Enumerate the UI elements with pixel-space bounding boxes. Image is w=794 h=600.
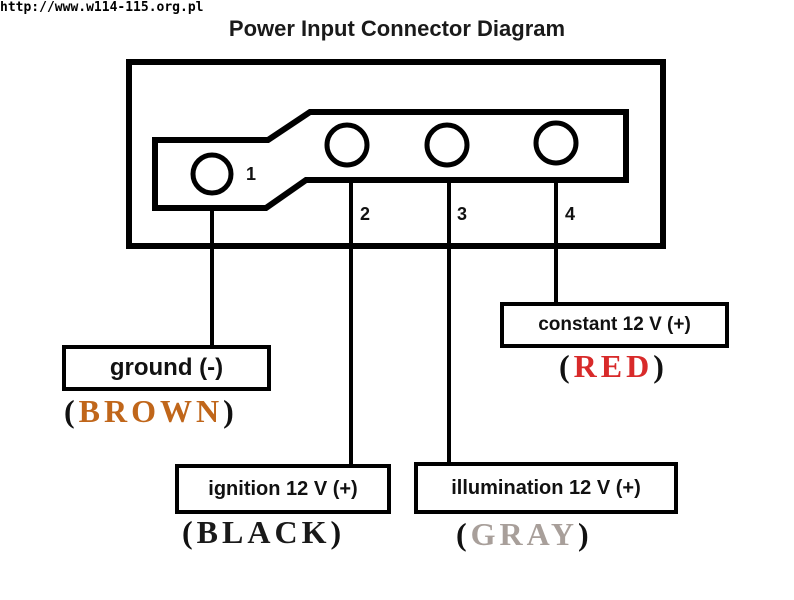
pin-1-contact <box>190 152 234 196</box>
connector-housing <box>126 59 666 249</box>
pin-1-wire-color: (BROWN) <box>64 393 238 429</box>
diagram-title: Power Input Connector Diagram <box>228 16 566 41</box>
pin-3-function-label: illumination 12 V (+) <box>414 462 678 514</box>
pin-4-wire-color: (RED) <box>559 348 668 384</box>
watermark-url: http://www.w114-115.org.pl <box>0 0 204 15</box>
pin-4-number: 4 <box>565 204 576 224</box>
pin-3-wire-color: (GRAY) <box>456 516 593 552</box>
pin-2-contact <box>324 122 370 168</box>
pin-2-wire-color: (BLACK) <box>182 514 346 550</box>
pin-4-contact <box>533 120 579 166</box>
pin-1-function-label: ground (-) <box>62 345 271 391</box>
pin-3-contact <box>424 122 470 168</box>
pin-1-number: 1 <box>246 164 257 184</box>
pin-2-function-label: ignition 12 V (+) <box>175 464 391 514</box>
pin-4-function-label: constant 12 V (+) <box>500 302 729 348</box>
pin-2-number: 2 <box>360 204 371 224</box>
pin-3-number: 3 <box>457 204 468 224</box>
connector-socket <box>152 109 629 211</box>
